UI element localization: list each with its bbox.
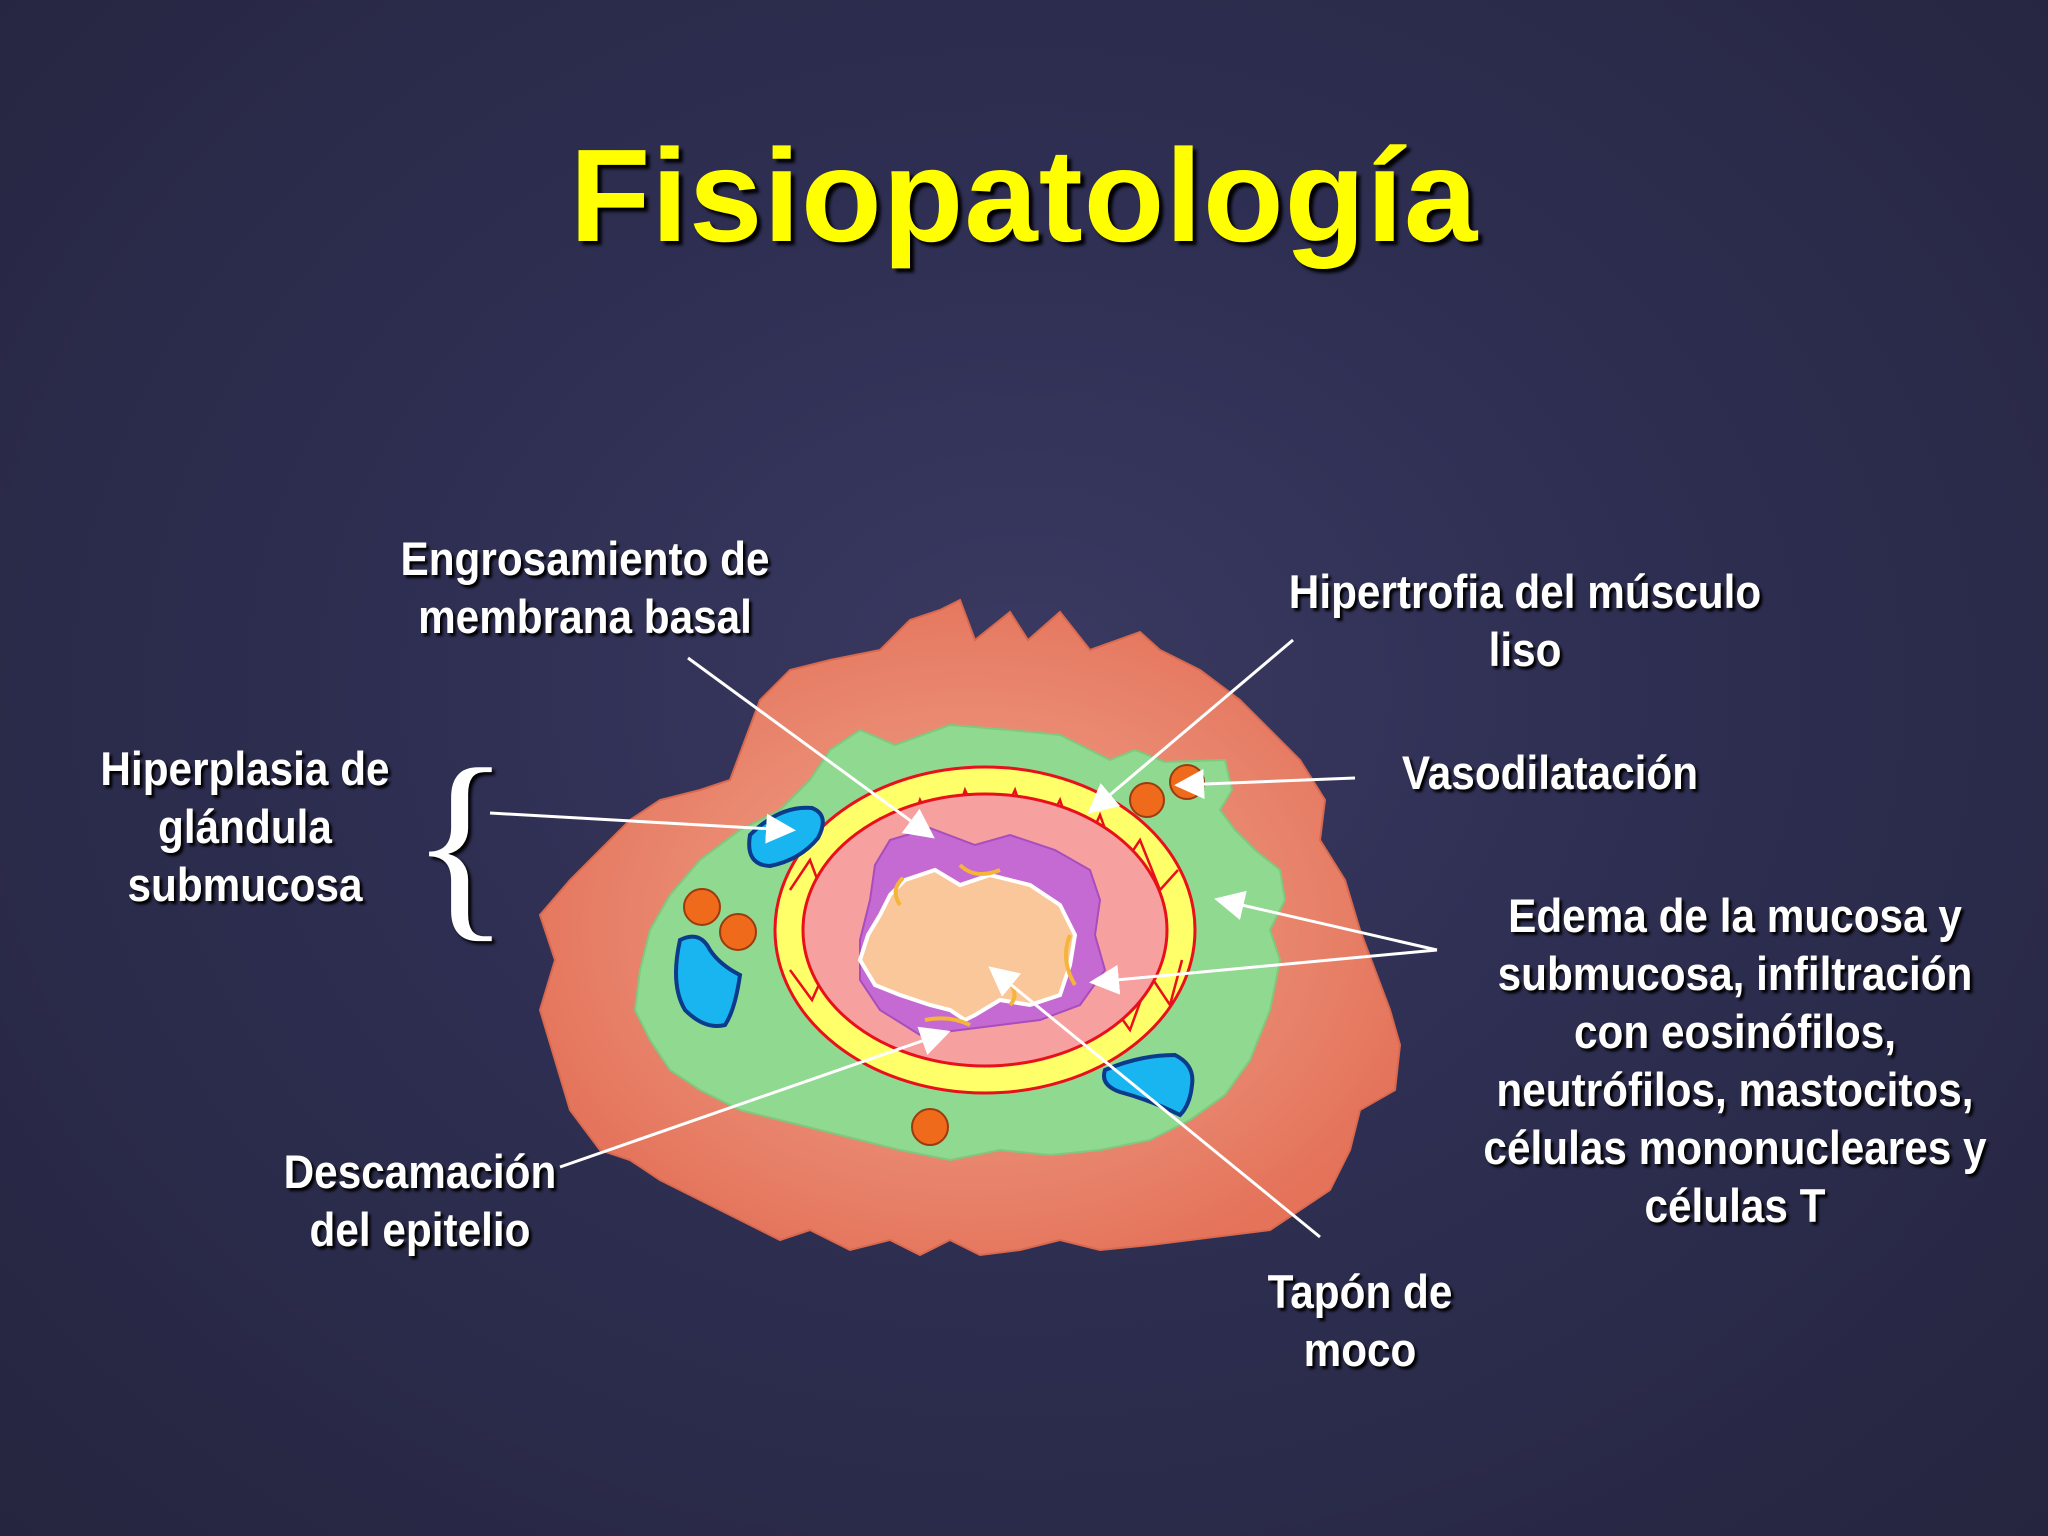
dilated-vessel [1129, 782, 1165, 818]
arrow-edema-submucosa [1214, 890, 1438, 952]
submucosal-gland [1102, 1052, 1195, 1118]
dilated-vessel [1169, 764, 1205, 800]
arrow-descamacion [559, 1026, 951, 1169]
submucosal-gland [674, 934, 743, 1028]
label-edema: Edema de la mucosa y submucosa, infiltra… [1483, 889, 1987, 1232]
desquamated-epithelium-strands [893, 863, 1077, 1027]
arrow-vasodilatacion [1174, 769, 1356, 800]
arrow-glandula [489, 811, 796, 844]
arrow-musculo-liso [1087, 638, 1294, 814]
slide-title: Fisiopatología [569, 122, 1479, 269]
label-tapon: Tapón de moco [1267, 1265, 1453, 1376]
label-descamacion: Descamación del epitelio [283, 1145, 557, 1256]
dilated-vessel [911, 1108, 949, 1146]
label-membrana-basal: Engrosamiento de membrana basal [400, 532, 770, 643]
arrow-edema-mucosa [1089, 948, 1438, 995]
pointer-arrows [489, 638, 1438, 1239]
label-musculo-liso: Hipertrofia del músculo liso [1288, 565, 1762, 676]
mucus-plug [857, 867, 1078, 1023]
label-vasodilatacion: Vasodilatación [1401, 746, 1699, 799]
label-glandula: Hiperplasia de glándula submucosa [100, 742, 390, 911]
dilated-vessel [683, 888, 721, 926]
dilated-vessel [719, 913, 757, 951]
arrow-membrana-basal [687, 656, 935, 839]
brace: { [410, 727, 511, 959]
arrow-tapon [988, 966, 1321, 1239]
